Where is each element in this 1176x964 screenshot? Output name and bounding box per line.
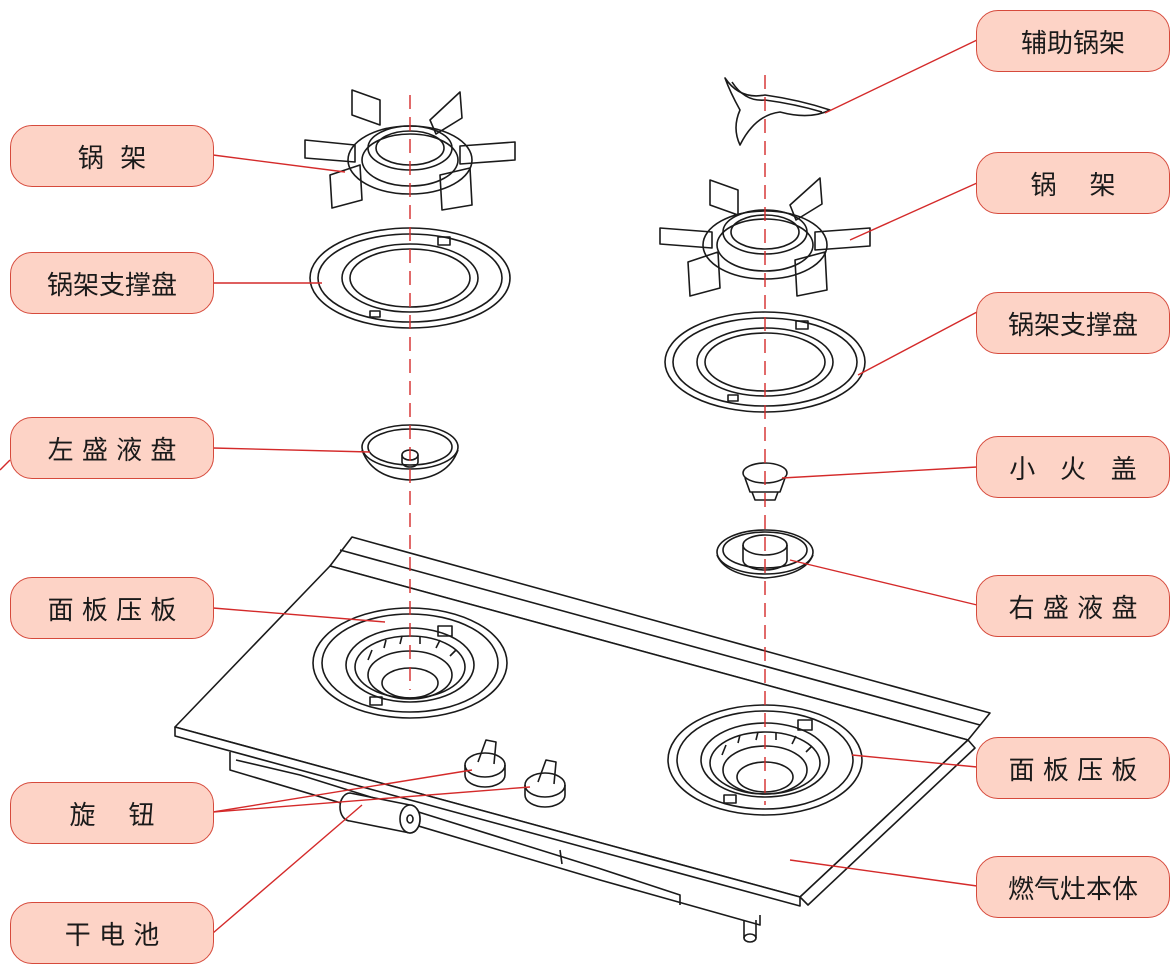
label-battery: 干 电 池 [10,902,214,964]
label-stove-body: 燃气灶本体 [976,856,1170,918]
aux-rack-drawing [724,77,831,146]
center-lines [409,75,766,805]
label-aux-rack: 辅助锅架 [976,10,1170,72]
label-left-rack-tray: 锅架支撑盘 [10,252,214,314]
battery-drawing [339,792,421,834]
right-drip-pan-drawing [716,529,814,579]
label-small-cap: 小 火 盖 [976,436,1170,498]
label-right-drip-pan: 右 盛 液 盘 [976,575,1170,637]
label-right-pot-rack: 锅 架 [976,152,1170,214]
stove-body-drawing [174,536,991,943]
label-right-panel-plate: 面 板 压 板 [976,737,1170,799]
leader-lines [0,39,978,934]
label-left-pot-rack: 锅 架 [10,125,214,187]
label-knobs: 旋 钮 [10,782,214,844]
left-burner-drawing [312,607,508,719]
label-left-panel-plate: 面 板 压 板 [10,577,214,639]
label-left-drip-pan: 左 盛 液 盘 [10,417,214,479]
knob-drawings [464,739,566,808]
label-right-rack-tray: 锅架支撑盘 [976,292,1170,354]
